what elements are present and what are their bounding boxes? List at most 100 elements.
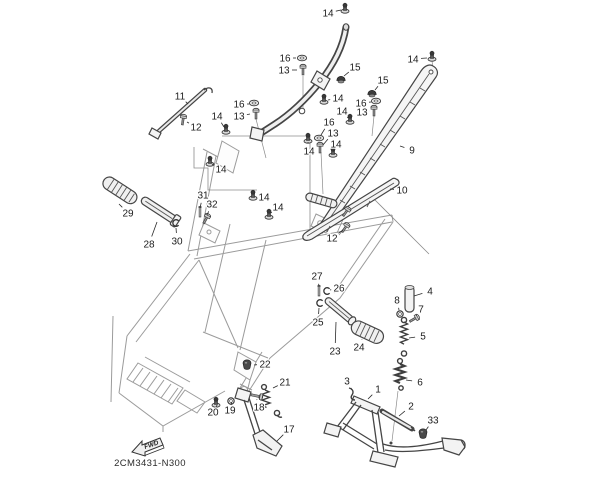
part-number-19: 19 [224,406,236,417]
part-number-28: 28 [143,240,155,251]
leader-line-14 [211,163,215,166]
part-number-21: 21 [279,378,291,389]
passenger-footrest-rubber-24 [350,320,385,345]
clip-fastener [316,299,324,307]
leader-line-9 [399,145,405,148]
part-number-23: 23 [329,347,341,358]
part-number-15: 15 [377,76,389,87]
part-number-16: 16 [233,100,245,111]
nut-fastener [211,396,221,408]
part-number-26: 26 [333,284,345,295]
leader-line-32 [206,211,210,216]
part-number-31: 31 [197,191,209,202]
part-number-14: 14 [332,94,344,105]
part-number-10: 10 [396,186,408,197]
leader-line-2 [398,410,406,417]
part-number-13: 13 [233,112,245,123]
part-number-5: 5 [420,332,426,343]
pin-fastener [317,284,321,297]
grommet-fastener [296,54,308,62]
part-number-14: 14 [407,55,419,66]
footrest-bar-11 [148,87,213,140]
stand-spring-5 [398,316,410,357]
leader-line-33 [425,426,429,431]
leader-line-20 [215,404,218,408]
part-number-13: 13 [356,108,368,119]
floorboard-hatching [132,367,179,403]
part-number-14: 14 [336,107,348,118]
rear-cover-stay [249,23,350,142]
part-number-14: 14 [272,203,284,214]
fwd-direction-arrow: FWD [131,437,165,457]
footrest-bar-28 [140,196,182,228]
washer-fastener [396,310,404,318]
part-number-16: 16 [323,118,335,129]
part-number-27: 27 [311,272,323,283]
cap-fastener [242,359,252,370]
nut-fastener [248,189,258,201]
leader-line-29 [118,203,123,208]
fwd-label: FWD [143,439,160,451]
part-number-1: 1 [375,385,381,396]
grommet-fastener [313,134,325,142]
nut-fastener [319,93,329,105]
part-number-32: 32 [206,200,218,211]
part-number-14: 14 [211,112,223,123]
bolt-h-fastener [250,391,264,401]
leader-line-4 [413,293,423,297]
part-number-14: 14 [258,193,270,204]
stand-spring-6 [392,357,408,391]
footrest-rubber-29 [102,176,138,205]
part-number-15: 15 [349,63,361,74]
leader-line-11 [185,101,189,105]
part-number-6: 6 [417,378,423,389]
part-number-12: 12 [326,234,338,245]
leader-line-13 [246,113,251,115]
part-number-24: 24 [353,343,365,354]
part-number-29: 29 [122,209,134,220]
cap-fastener [418,428,428,439]
leader-line-12 [338,229,344,234]
part-number-8: 8 [394,296,400,307]
part-number-13: 13 [327,129,339,140]
diagram-code: 2CM3431-N300 [114,458,186,469]
nut-fastener [340,2,350,14]
part-number-9: 9 [409,146,415,157]
bolt-fastener [252,107,260,120]
damper-fastener [336,75,346,84]
part-number-7: 7 [418,305,424,316]
side-stand-17 [234,387,283,457]
leader-line-21 [272,385,278,389]
leader-line-14 [335,9,342,12]
bolt-fastener [178,113,188,126]
side-stand-spring-21 [259,383,283,418]
part-number-18: 18 [253,403,265,414]
part-number-14: 14 [322,9,334,20]
leader-line-16 [320,128,326,136]
part-number-3: 3 [344,377,350,388]
bolt-fastener [316,141,324,154]
part-number-33: 33 [427,416,439,427]
leader-line-12 [186,121,190,124]
leader-line-14 [270,211,273,214]
clip-fastener [323,287,331,295]
part-number-14: 14 [330,140,342,151]
leader-line-31 [199,202,202,209]
damper-fastener [367,89,377,98]
part-number-4: 4 [427,287,433,298]
frame-mount-stub [305,192,338,209]
main-stand-1 [323,395,466,468]
passenger-footrest-bar-23 [324,297,357,326]
stand-rod-2 [379,408,416,432]
leader-line-3 [350,387,353,391]
part-number-14: 14 [215,165,227,176]
part-number-16: 16 [279,54,291,65]
bolt-fastener [299,63,307,76]
grommet-fastener [370,97,382,105]
grommet-fastener [248,99,260,107]
nut-fastener [427,50,437,62]
part-number-20: 20 [207,408,219,419]
leader-line-5 [408,336,416,339]
